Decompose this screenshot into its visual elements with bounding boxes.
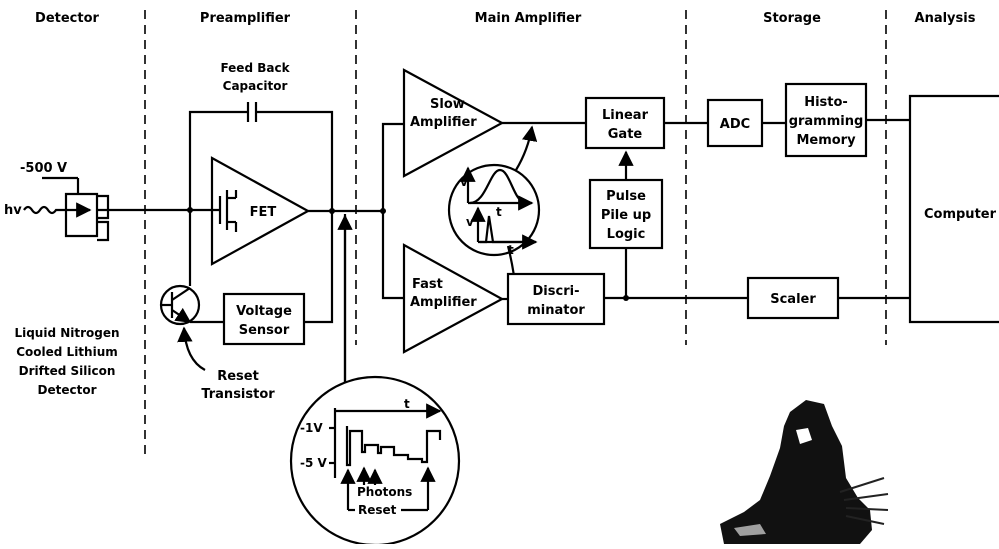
detector-caption-line-4: Detector <box>38 383 97 397</box>
fast-amplifier-label-line-2: Amplifier <box>410 295 477 310</box>
slow-amplifier-label-line-2: Amplifier <box>410 115 477 130</box>
section-header-storage: Storage <box>763 11 821 26</box>
detector-caption-line-3: Drifted Silicon <box>19 364 116 378</box>
waveform-t-label: t <box>404 397 410 411</box>
pulse-shape-fast <box>478 208 536 242</box>
memory-label-line-1: Histo- <box>804 95 848 110</box>
detector-photograph <box>720 400 888 544</box>
input-photon-wave <box>24 207 90 213</box>
inset-v-label-2: v <box>466 215 474 229</box>
reset-transistor-label-line-1: Reset <box>217 369 259 384</box>
photons-label: Photons <box>357 485 412 499</box>
pulse-shape-slow <box>468 168 532 203</box>
capacitor-label-line-2: Capacitor <box>223 79 288 93</box>
detector-caption-line-2: Cooled Lithium <box>16 345 118 359</box>
discriminator-label-line-2: minator <box>527 303 585 318</box>
detector-crystal <box>66 194 97 236</box>
waveform-minus5v-label: -5 V <box>300 456 328 470</box>
pile-up-label-line-3: Logic <box>607 227 646 242</box>
memory-label-line-2: gramming <box>789 114 864 129</box>
scaler-label: Scaler <box>770 292 816 307</box>
section-header-analysis: Analysis <box>915 11 976 26</box>
computer-label: Computer <box>924 207 997 222</box>
section-header-preamplifier: Preamplifier <box>200 11 291 26</box>
fet-label: FET <box>250 205 277 220</box>
detector-caption-line-1: Liquid Nitrogen <box>14 326 119 340</box>
reset-transistor-label-line-2: Transistor <box>201 387 275 402</box>
pile-up-label-line-1: Pulse <box>606 189 646 204</box>
inset-v-label-1: v <box>460 175 468 189</box>
fast-amplifier-label-line-1: Fast <box>412 277 443 292</box>
waveform-trace <box>347 426 440 465</box>
waveform-axes <box>329 408 440 478</box>
reset-label: Reset <box>358 503 397 517</box>
linear-gate-label-line-1: Linear <box>602 108 649 123</box>
inset-t-label-1: t <box>496 205 502 219</box>
section-header-main-amplifier: Main Amplifier <box>475 11 582 26</box>
discriminator-label-line-1: Discri- <box>533 284 580 299</box>
bias-voltage-label: -500 V <box>20 161 67 176</box>
voltage-sensor-label-line-1: Voltage <box>236 304 292 319</box>
slow-amplifier-label-line-1: Slow <box>430 97 465 112</box>
adc-label: ADC <box>720 117 750 132</box>
linear-gate-label-line-2: Gate <box>608 127 643 142</box>
pile-up-label-line-2: Pile up <box>601 208 651 223</box>
waveform-minus1v-label: -1V <box>300 421 323 435</box>
memory-label-line-3: Memory <box>796 133 856 148</box>
capacitor-label-line-1: Feed Back <box>220 61 290 75</box>
section-header-detector: Detector <box>35 11 99 26</box>
voltage-sensor-label-line-2: Sensor <box>239 323 290 338</box>
input-photon-label: hv <box>4 203 22 218</box>
